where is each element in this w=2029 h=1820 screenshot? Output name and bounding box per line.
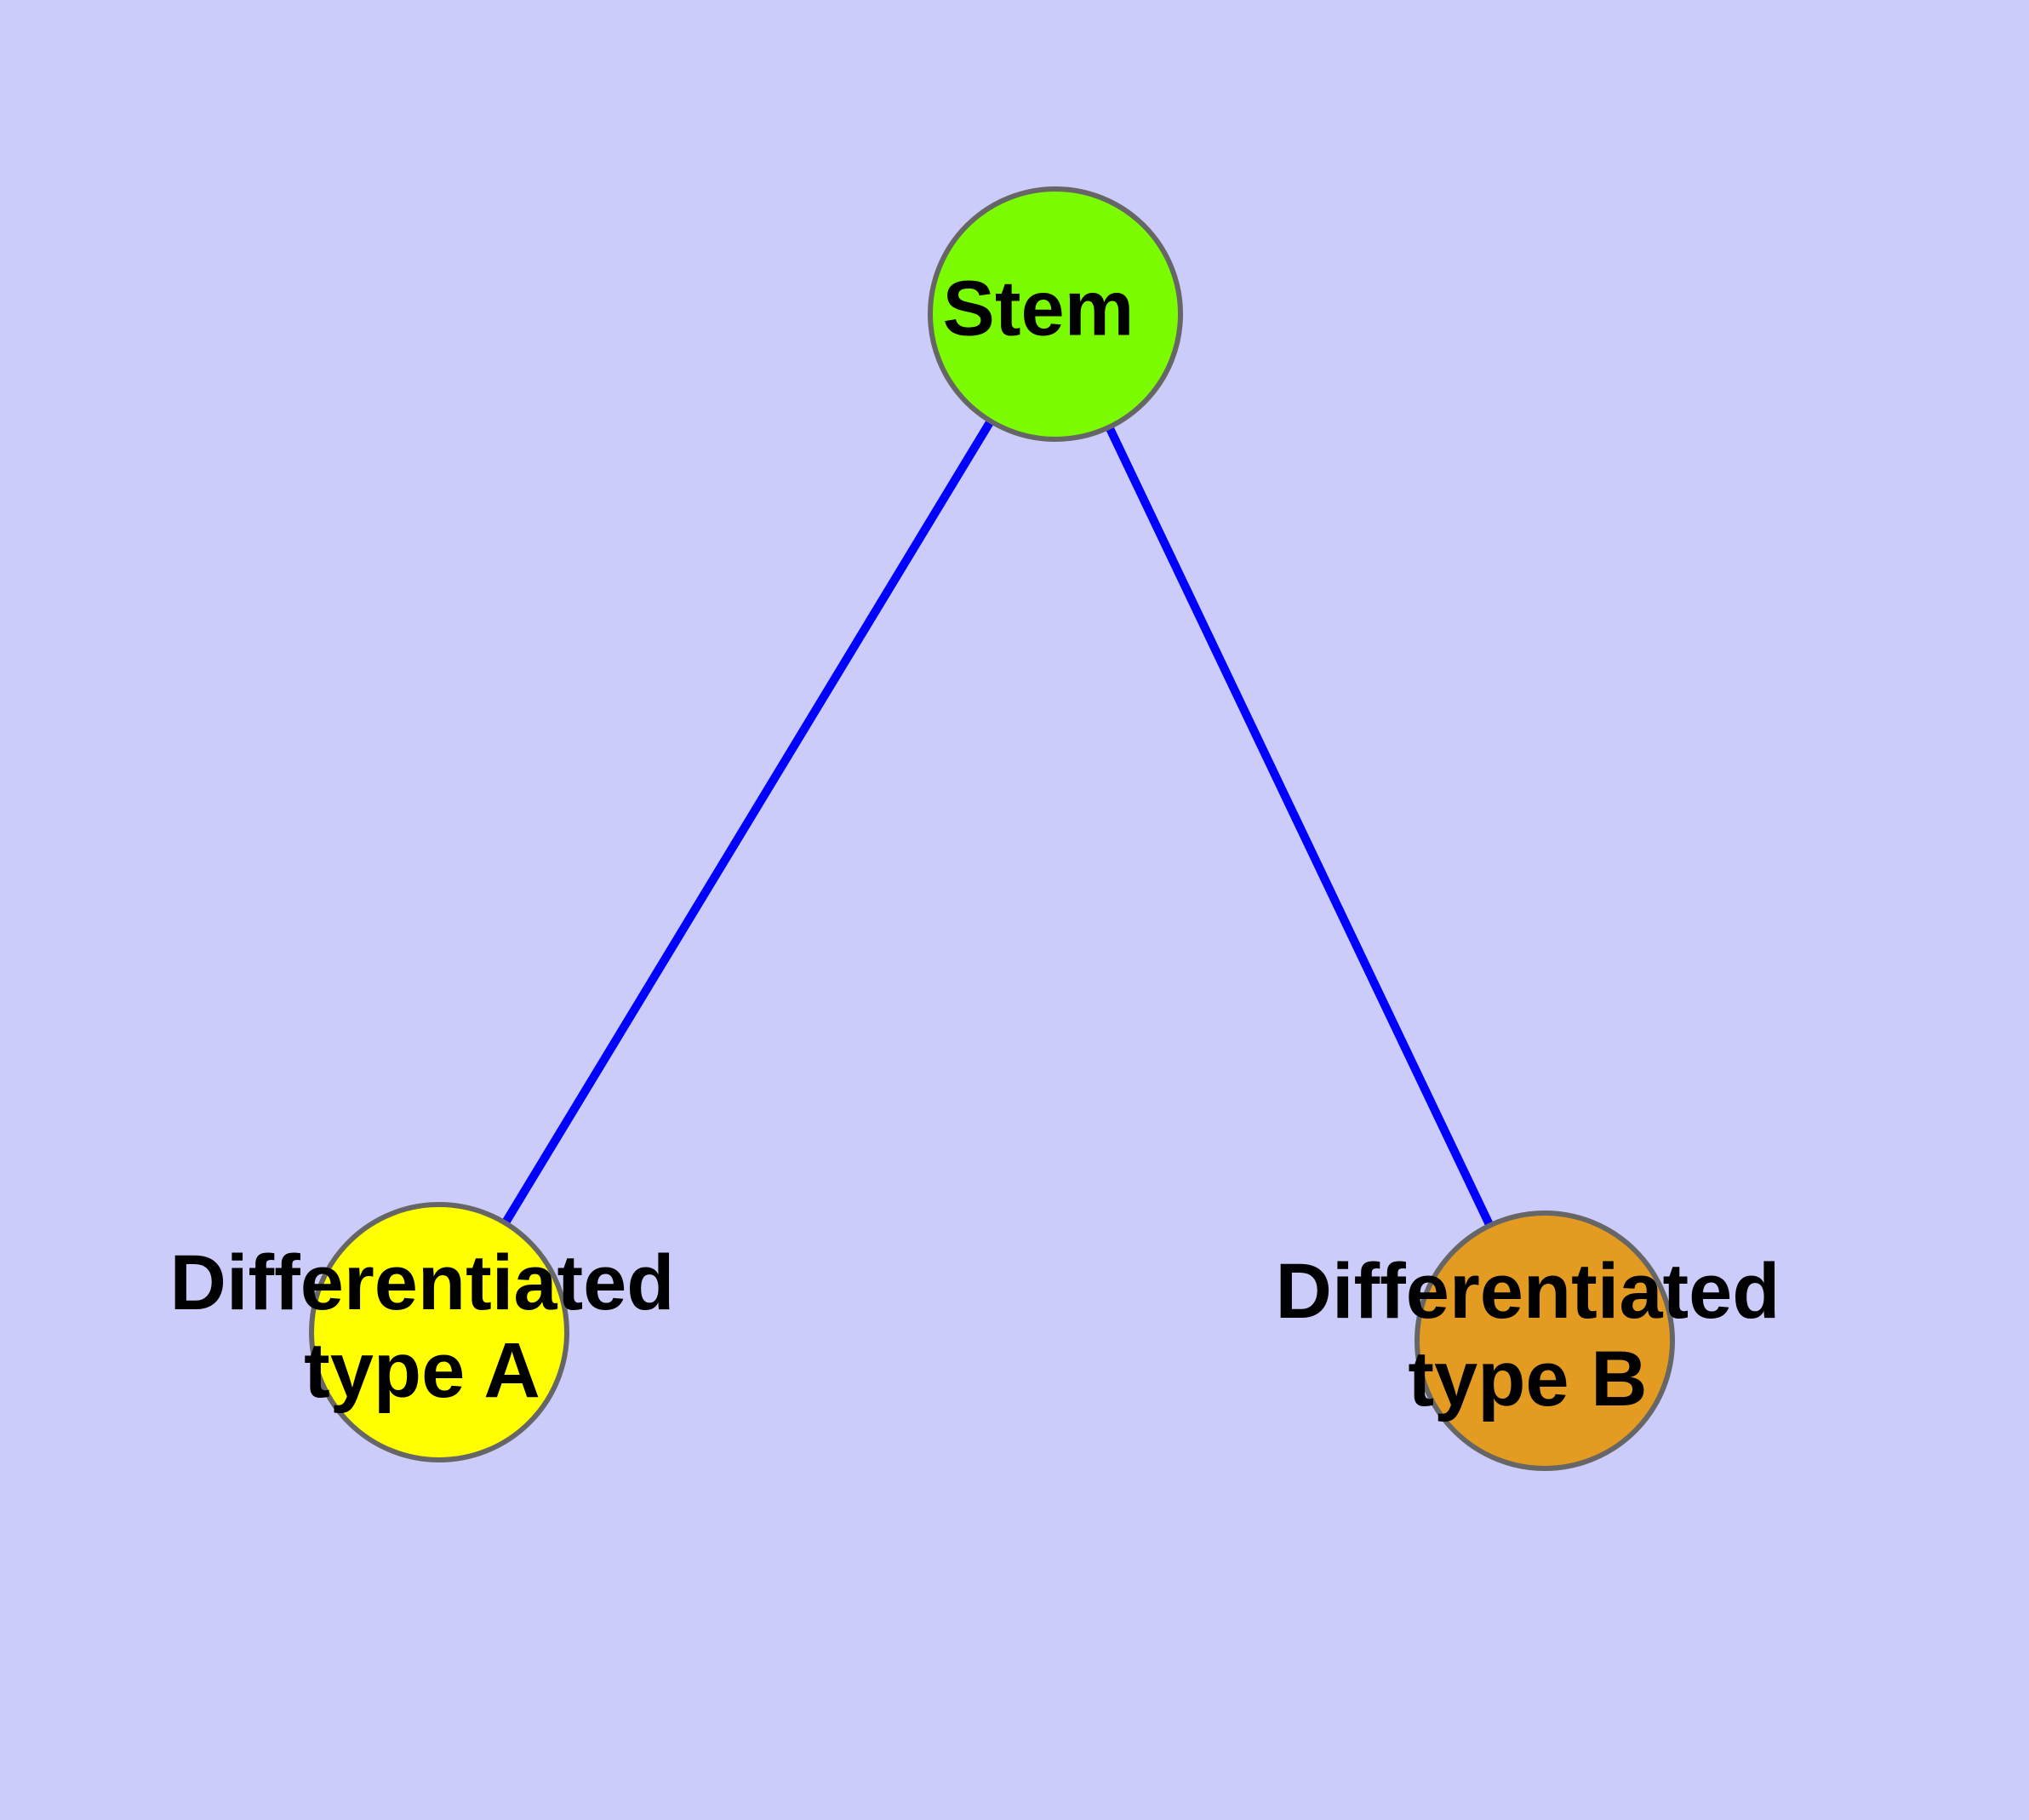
- edge-stem-to-b[interactable]: [1104, 421, 1495, 1231]
- node-circle-stem[interactable]: [928, 186, 1183, 442]
- node-circle-diff_a[interactable]: [309, 1202, 569, 1462]
- node-stem[interactable]: Stem: [928, 186, 1183, 442]
- node-label-diff_b-line-1: Differentiated: [1276, 1248, 1780, 1335]
- node-label-diff_a-line-1: Differentiated: [170, 1239, 675, 1326]
- node-label-diff_b-line-2: type B: [1408, 1336, 1647, 1422]
- node-circle-diff_b[interactable]: [1415, 1210, 1675, 1471]
- node-label-diff_a-line-2: type A: [304, 1327, 540, 1414]
- edge-stem-to-a[interactable]: [500, 415, 997, 1228]
- edges-group: [500, 415, 1495, 1231]
- node-label-stem-line-1: Stem: [943, 265, 1135, 352]
